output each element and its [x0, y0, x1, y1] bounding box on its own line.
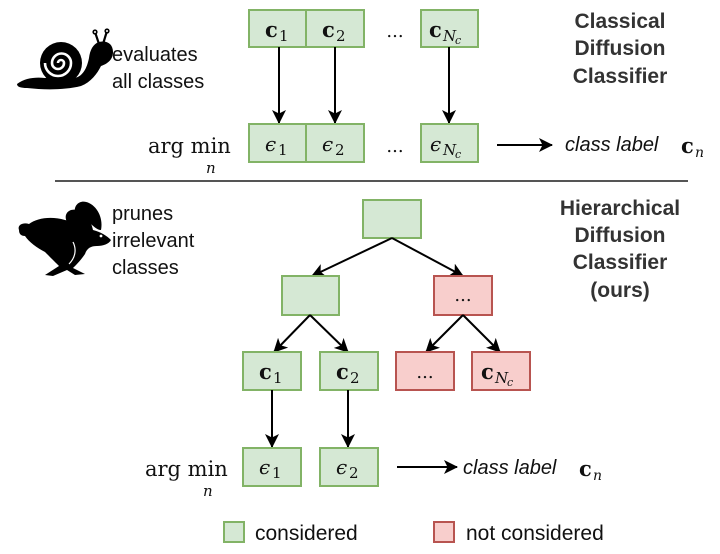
error-ellipsis: ... — [386, 136, 403, 157]
legend: considered not considered — [223, 521, 604, 545]
condition-c1-base: c — [265, 17, 278, 42]
error-e2-base: ϵ — [322, 132, 333, 156]
arrow-left-to-c2 — [309, 314, 349, 353]
hier-error-e2-base: ϵ — [336, 455, 347, 479]
leaf-cNc-sub: N — [494, 369, 509, 387]
hierarchical-title-line-3: Classifier — [573, 251, 668, 274]
error-e1-sub: 1 — [278, 141, 288, 159]
hier-error-e2-sub: 2 — [349, 464, 359, 482]
legend-swatch-considered — [223, 521, 245, 543]
leaf-cNc-base: c — [481, 359, 494, 384]
tree-level1-left-node — [281, 275, 340, 316]
snail-icon — [17, 28, 113, 90]
legend-label-not-considered: not considered — [466, 522, 604, 545]
legend-item-considered: considered — [223, 521, 358, 545]
classical-result-text: class label — [565, 134, 659, 156]
leaf-c2-sub: 2 — [350, 369, 360, 387]
legend-label-considered: considered — [255, 522, 358, 545]
leaf-c2-base: c — [336, 359, 349, 384]
classical-result-symbol: c — [681, 133, 694, 158]
leaf-c1-base: c — [259, 359, 272, 384]
condition-box-cNc: c N c — [420, 9, 479, 48]
condition-cNc-subsub: c — [455, 34, 461, 47]
classical-argmin-operator: arg min — [148, 134, 231, 158]
hierarchical-description-line-1: prunes — [112, 203, 173, 225]
tree-level1-right-node: ... — [433, 275, 493, 316]
condition-box-c2: c 2 — [305, 9, 365, 48]
tree-root-node — [362, 199, 422, 239]
hierarchical-argmin-operator: arg min — [145, 457, 228, 481]
hierarchical-result-symbol: c — [579, 456, 592, 481]
classical-result-subscript: n — [695, 145, 704, 161]
hier-error-box-e1: ϵ 1 — [242, 447, 302, 487]
hierarchical-section: prunes irrelevant classes Hierarchical D… — [18, 197, 680, 500]
arrow-right-to-cNc — [462, 314, 501, 353]
legend-swatch-not-considered — [433, 521, 455, 543]
error-eNc-sub: N — [442, 141, 457, 159]
hier-error-e1-base: ϵ — [259, 455, 270, 479]
tree-leaf-c2: c 2 — [319, 351, 379, 391]
condition-c1-sub: 1 — [279, 27, 289, 45]
classical-section: evaluates all classes Classical Diffusio… — [17, 9, 704, 177]
classical-argmin-subscript: n — [206, 159, 216, 177]
tree-leaf-ellipsis: ... — [395, 351, 455, 391]
hierarchical-description-line-2: irrelevant — [112, 230, 195, 252]
leaf-ellipsis-label: ... — [416, 362, 433, 383]
leaf-c1-sub: 1 — [273, 369, 283, 387]
legend-item-not-considered: not considered — [433, 521, 604, 545]
error-box-e2: ϵ 2 — [305, 123, 365, 163]
arrow-root-to-right — [391, 237, 464, 277]
hierarchical-result-subscript: n — [593, 468, 602, 484]
hierarchical-title-line-4: (ours) — [590, 279, 650, 302]
error-e1-base: ϵ — [265, 132, 276, 156]
leaf-cNc-subsub: c — [507, 376, 513, 389]
classical-title-line-2: Diffusion — [575, 37, 666, 60]
rabbit-icon — [18, 201, 111, 276]
error-eNc-subsub: c — [455, 148, 461, 161]
arrow-left-to-c1 — [273, 314, 311, 353]
arrow-root-to-left — [311, 237, 393, 277]
error-eNc-base: ϵ — [430, 132, 441, 156]
tree-level1-right-label: ... — [454, 285, 471, 306]
hierarchical-description-line-3: classes — [112, 257, 179, 279]
classical-title-line-3: Classifier — [573, 65, 668, 88]
hierarchical-argmin-subscript: n — [203, 482, 213, 500]
condition-cNc-sub: N — [442, 27, 457, 45]
error-e2-sub: 2 — [335, 141, 345, 159]
hier-error-box-e2: ϵ 2 — [319, 447, 379, 487]
hierarchical-result-text: class label — [463, 457, 557, 479]
hierarchical-title-line-1: Hierarchical — [560, 197, 680, 220]
tree-leaf-c1: c 1 — [242, 351, 302, 391]
condition-cNc-base: c — [429, 17, 442, 42]
condition-ellipsis: ... — [386, 21, 403, 42]
error-box-eNc: ϵ N c — [420, 123, 479, 163]
arrow-right-to-dots — [425, 314, 464, 353]
hierarchical-title-line-2: Diffusion — [575, 224, 666, 247]
classical-description-line-1: evaluates — [112, 44, 198, 66]
condition-c2-base: c — [322, 17, 335, 42]
classical-description-line-2: all classes — [112, 71, 204, 93]
condition-c2-sub: 2 — [336, 27, 346, 45]
classical-title-line-1: Classical — [574, 10, 665, 33]
error-box-e1: ϵ 1 — [248, 123, 307, 163]
hier-error-e1-sub: 1 — [272, 464, 282, 482]
tree-leaf-cNc: c N c — [471, 351, 531, 391]
condition-box-c1: c 1 — [248, 9, 307, 48]
